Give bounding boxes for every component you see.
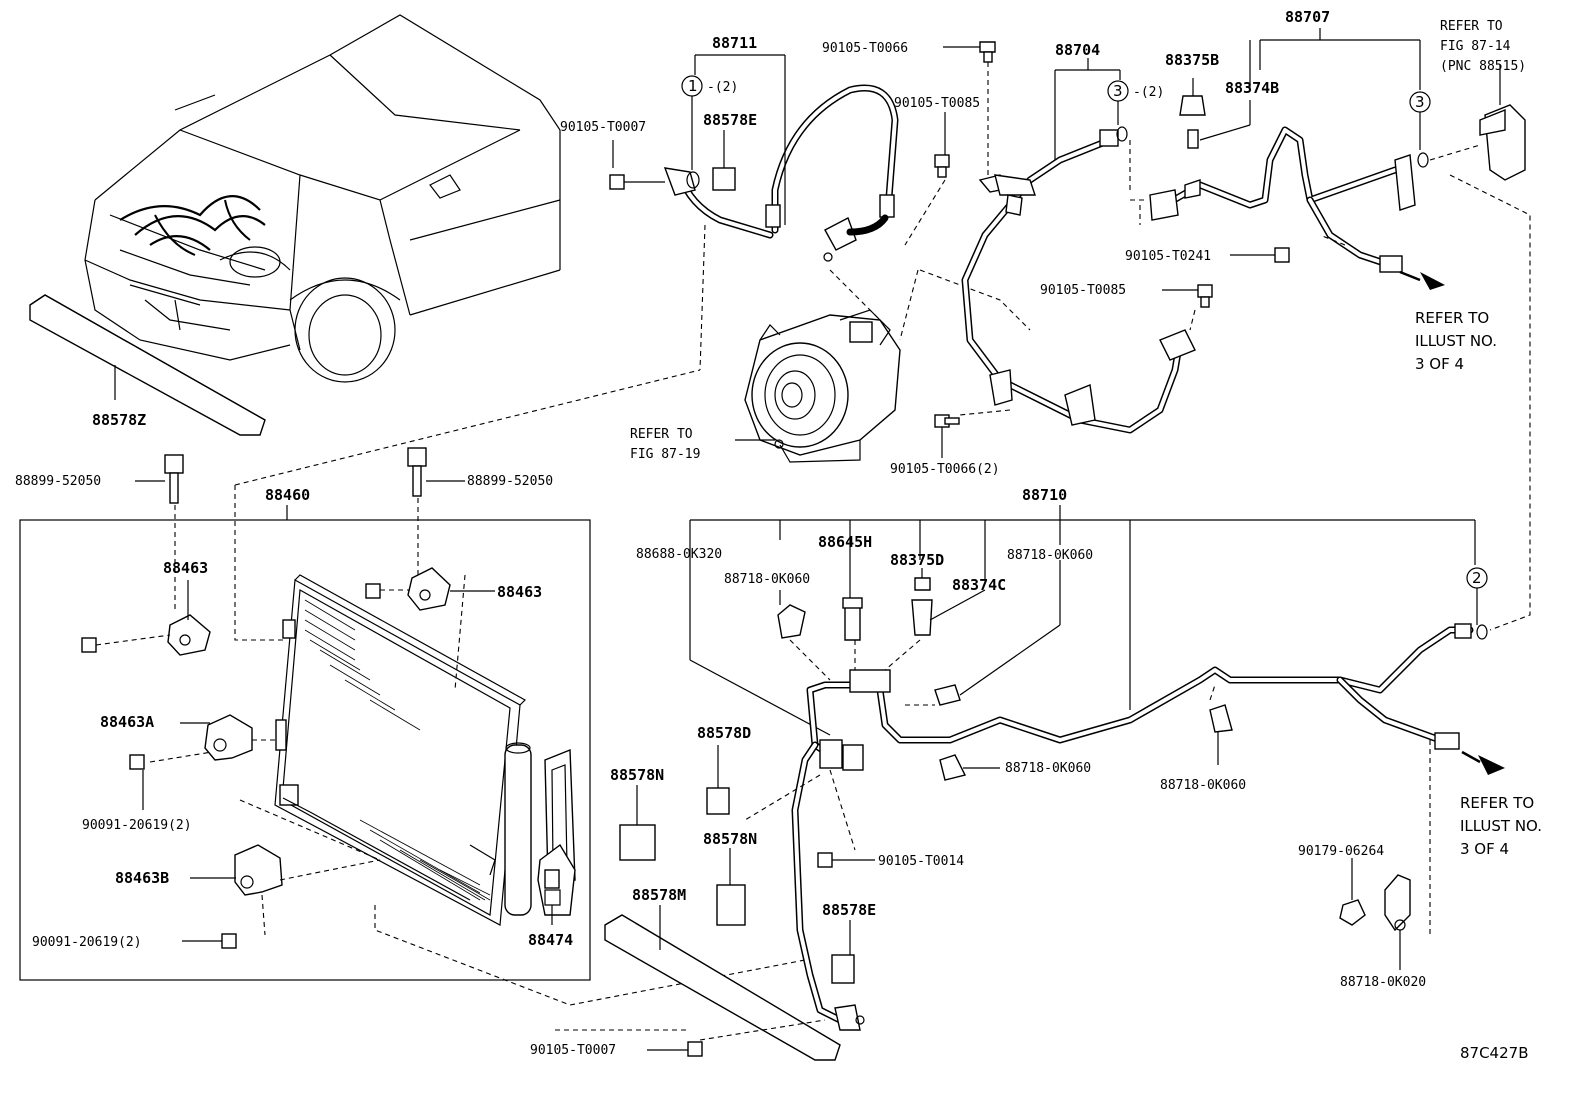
label-88718-0K020: 88718-0K020 bbox=[1340, 975, 1426, 990]
label-88463B: 88463B bbox=[115, 869, 169, 887]
label-88899-52050-a: 88899-52050 bbox=[15, 474, 101, 489]
label-refer-87-14-line1: REFER TO bbox=[1440, 19, 1503, 34]
label-88899-52050-b: 88899-52050 bbox=[467, 474, 553, 489]
label-88375B: 88375B bbox=[1165, 51, 1219, 69]
label-90105-T0241: 90105-T0241 bbox=[1125, 249, 1211, 264]
label-refer-illust-b-line3: 3 OF 4 bbox=[1460, 840, 1509, 858]
pad-88578N-b bbox=[716, 848, 746, 926]
bolt-88899-52050-b bbox=[407, 447, 465, 580]
label-refer-illust-a-line3: 3 OF 4 bbox=[1415, 355, 1464, 373]
label-88463A: 88463A bbox=[100, 713, 154, 731]
label-refer-87-14-line3: (PNC 88515) bbox=[1440, 59, 1526, 74]
label-88375D: 88375D bbox=[890, 551, 944, 569]
condenser-88460 bbox=[274, 574, 532, 926]
hose-88711 bbox=[609, 54, 899, 371]
bar-88578M bbox=[604, 905, 841, 1061]
label-90105-T0007-a: 90105-T0007 bbox=[560, 120, 646, 135]
hose-88704 bbox=[959, 58, 1196, 434]
label-88578N-b: 88578N bbox=[703, 830, 757, 848]
callout-3-a: 3 bbox=[1113, 82, 1123, 100]
label-refer-illust-b-line2: ILLUST NO. bbox=[1460, 817, 1542, 835]
label-refer-illust-a-line2: ILLUST NO. bbox=[1415, 332, 1497, 350]
label-88710: 88710 bbox=[1022, 486, 1067, 504]
label-88463-b: 88463 bbox=[497, 583, 542, 601]
label-88718-0K060-left: 88718-0K060 bbox=[724, 572, 810, 587]
bracket-88463A bbox=[129, 714, 275, 770]
label-88688-0K320: 88688-0K320 bbox=[636, 547, 722, 562]
pad-88578N-a bbox=[619, 785, 656, 861]
label-88578Z: 88578Z bbox=[92, 411, 146, 429]
condenser-group-box bbox=[19, 519, 591, 981]
label-88718-0K060-top: 88718-0K060 bbox=[1007, 548, 1093, 563]
label-88718-0K060-mid: 88718-0K060 bbox=[1005, 761, 1091, 776]
label-refer-87-19-line1: REFER TO bbox=[630, 427, 693, 442]
callout-3-b: 3 bbox=[1415, 93, 1425, 111]
label-88460: 88460 bbox=[265, 486, 310, 504]
bracket-88463-b bbox=[365, 567, 495, 691]
label-refer-illust-b-line1: REFER TO bbox=[1460, 794, 1534, 812]
compressor bbox=[735, 269, 1031, 463]
line-88710 bbox=[689, 505, 1505, 1031]
label-90091-20619-2-a: 90091-20619(2) bbox=[82, 818, 192, 833]
label-88463-a: 88463 bbox=[163, 559, 208, 577]
part-88578Z bbox=[29, 294, 266, 436]
clamp-88718-0K020 bbox=[1384, 874, 1411, 970]
label-90105-T0007-b: 90105-T0007 bbox=[530, 1043, 616, 1058]
label-88578E-a: 88578E bbox=[703, 111, 757, 129]
bolt-90105-T0066-2 bbox=[934, 414, 960, 458]
bracket-88463-a bbox=[81, 580, 211, 656]
label-88711: 88711 bbox=[712, 34, 757, 52]
label-90105-T0066-2: 90105-T0066(2) bbox=[890, 462, 1000, 477]
vehicle-illustration bbox=[84, 14, 561, 383]
callout-1-note: -(2) bbox=[707, 80, 738, 95]
label-90105-T0014: 90105-T0014 bbox=[878, 854, 964, 869]
label-refer-87-14-line2: FIG 87-14 bbox=[1440, 39, 1511, 54]
label-88578N-a: 88578N bbox=[610, 766, 664, 784]
label-88374B: 88374B bbox=[1225, 79, 1279, 97]
callout-1: 1 bbox=[688, 77, 698, 95]
label-90105-T0085-a: 90105-T0085 bbox=[894, 96, 980, 111]
callout-2: 2 bbox=[1472, 569, 1482, 587]
label-88707: 88707 bbox=[1285, 8, 1330, 26]
part-88474 bbox=[537, 748, 576, 925]
bolt-90105-T0085-a bbox=[899, 112, 950, 341]
label-refer-illust-a-line1: REFER TO bbox=[1415, 309, 1489, 327]
label-90179-06264: 90179-06264 bbox=[1298, 844, 1384, 859]
label-88578M: 88578M bbox=[632, 886, 686, 904]
label-88718-0K060-right: 88718-0K060 bbox=[1160, 778, 1246, 793]
label-90105-T0066: 90105-T0066 bbox=[822, 41, 908, 56]
callout-3-a-note: -(2) bbox=[1133, 85, 1164, 100]
label-88578E-b: 88578E bbox=[822, 901, 876, 919]
label-refer-87-19-line2: FIG 87-19 bbox=[630, 447, 700, 462]
nut-90179-06264 bbox=[1339, 858, 1366, 926]
pad-88578E-b bbox=[831, 920, 855, 984]
expansion-valve-ref bbox=[1479, 65, 1526, 181]
label-88578D: 88578D bbox=[697, 724, 751, 742]
bolt-90105-T0085-b bbox=[1162, 284, 1213, 308]
bolt-90105-T0066 bbox=[943, 41, 1012, 193]
label-88374C: 88374C bbox=[952, 576, 1006, 594]
label-88645H: 88645H bbox=[818, 533, 872, 551]
pad-88578D bbox=[706, 745, 730, 815]
line-88707 bbox=[1130, 28, 1531, 631]
label-88704: 88704 bbox=[1055, 41, 1100, 59]
bracket-88463B bbox=[182, 844, 381, 949]
label-90091-20619-2-b: 90091-20619(2) bbox=[32, 935, 142, 950]
bolt-90105-T0007-b bbox=[555, 1019, 826, 1057]
figure-code: 87C427B bbox=[1460, 1044, 1528, 1062]
label-90105-T0085-b: 90105-T0085 bbox=[1040, 283, 1126, 298]
label-88474: 88474 bbox=[528, 931, 573, 949]
bolt-88899-52050-a bbox=[135, 454, 184, 610]
